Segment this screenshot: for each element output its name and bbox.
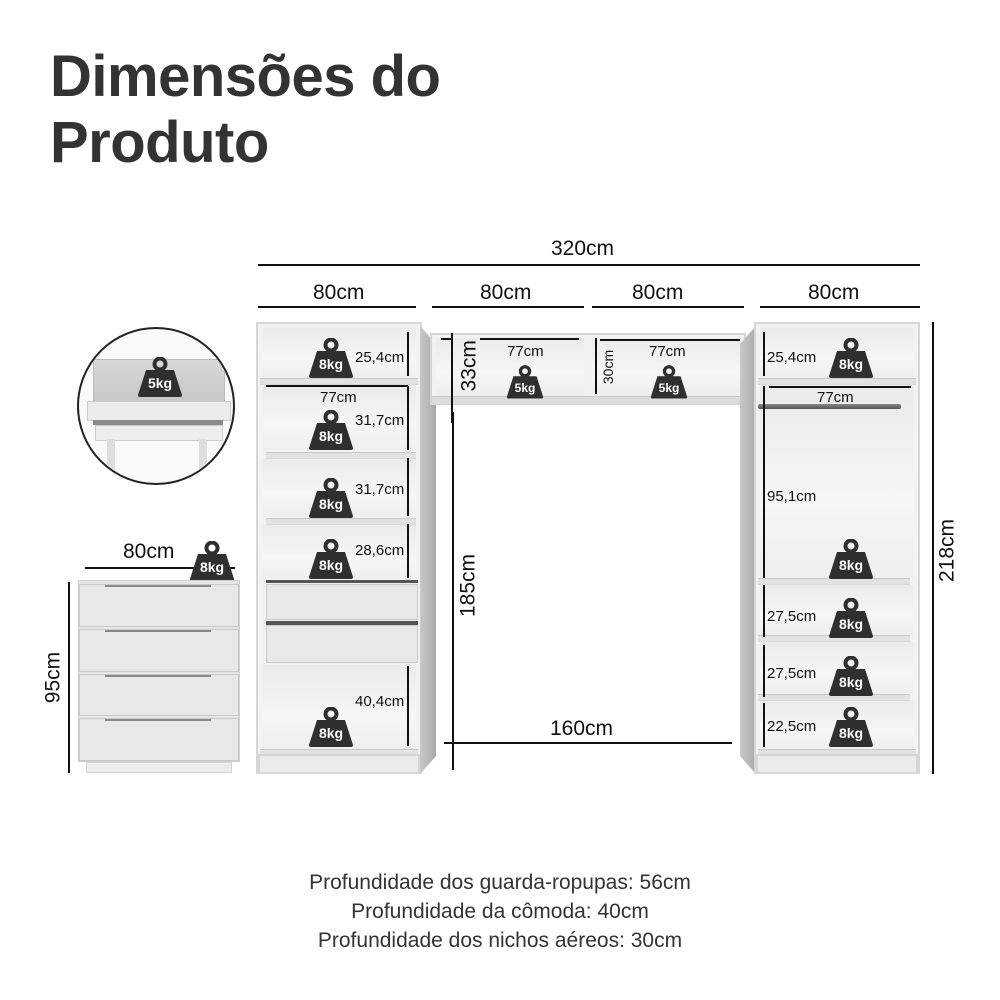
- drawer-handle: [105, 675, 211, 677]
- module-width-label-1: 80cm: [313, 281, 365, 304]
- dresser-base: [86, 762, 232, 773]
- right-comp-4-height: 27,5cm: [767, 665, 817, 682]
- drawer-detail-circle: 5kg: [77, 327, 235, 485]
- hanging-rod: [758, 404, 901, 409]
- depth-wardrobes: Profundidade dos guarda-ropupas: 56cm: [309, 871, 691, 894]
- weight-icon: 8kg: [189, 541, 235, 581]
- open-drawer-front: [87, 401, 231, 421]
- niche-2-width: 77cm: [649, 343, 686, 360]
- left-comp-5-height: 40,4cm: [355, 693, 405, 710]
- niche-outer-height-line: [451, 333, 453, 423]
- weight-icon: 5kg: [650, 365, 688, 399]
- niche-1: [436, 338, 584, 396]
- shelf: [266, 518, 416, 525]
- weight-icon: 8kg: [828, 338, 874, 378]
- right-inner-width: 77cm: [817, 389, 854, 406]
- drawer[interactable]: [266, 584, 418, 620]
- drawer-handle: [105, 585, 211, 587]
- shelf: [266, 452, 416, 459]
- weight-icon: 8kg: [828, 656, 874, 696]
- niche-inner-height: 30cm: [600, 349, 616, 385]
- module-width-line-1: [258, 306, 416, 308]
- opening-height: 185cm: [456, 553, 480, 618]
- weight-icon: 5kg: [137, 357, 183, 397]
- right-comp-2-height: 95,1cm: [767, 488, 817, 505]
- total-height: 218cm: [935, 518, 959, 583]
- left-comp-1-height: 25,4cm: [355, 349, 405, 366]
- title-line-2: Produto: [50, 110, 269, 175]
- opening-width-line: [444, 742, 732, 744]
- dresser-drawer-3[interactable]: [79, 674, 239, 716]
- module-width-line-4: [760, 306, 920, 308]
- module-width-line-3: [592, 306, 744, 308]
- weight-icon: 8kg: [828, 598, 874, 638]
- weight-icon: 8kg: [308, 338, 354, 378]
- module-width-label-2: 80cm: [480, 281, 532, 304]
- dresser-width: 80cm: [123, 540, 175, 563]
- dresser-height-line: [68, 582, 70, 773]
- module-width-line-2: [432, 306, 584, 308]
- depth-notes: Profundidade dos guarda-ropupas: 56cm Pr…: [0, 868, 1000, 955]
- weight-icon: 5kg: [506, 365, 544, 399]
- right-comp-3-height: 27,5cm: [767, 608, 817, 625]
- left-comp-3-height: 31,7cm: [355, 481, 405, 498]
- dresser-drawer-2[interactable]: [79, 629, 239, 672]
- left-inner-width: 77cm: [320, 389, 357, 406]
- dresser-drawer-1[interactable]: [79, 584, 239, 627]
- page-title: Dimensões do Produto: [50, 44, 441, 176]
- total-width-line: [258, 264, 920, 266]
- total-width-label: 320cm: [551, 237, 615, 260]
- left-wardrobe-base: [258, 754, 420, 774]
- shelf: [260, 378, 418, 385]
- depth-niches: Profundidade dos nichos aéreos: 30cm: [317, 929, 683, 952]
- module-width-label-4: 80cm: [808, 281, 860, 304]
- weight-icon: 8kg: [308, 410, 354, 450]
- opening-height-line: [452, 412, 454, 770]
- right-wardrobe-side: [740, 326, 756, 774]
- opening-width: 160cm: [550, 717, 614, 740]
- depth-dresser: Profundidade da cômoda: 40cm: [351, 900, 649, 923]
- weight-icon: 8kg: [828, 707, 874, 747]
- title-line-1: Dimensões do: [50, 44, 441, 109]
- left-comp-4-height: 28,6cm: [355, 542, 405, 559]
- left-wardrobe-side: [420, 326, 436, 774]
- right-wardrobe-base: [756, 754, 918, 774]
- niche-1-width: 77cm: [507, 343, 544, 360]
- weight-icon: 8kg: [308, 707, 354, 747]
- dresser-drawer-4[interactable]: [79, 718, 239, 761]
- dresser-height: 95cm: [41, 651, 65, 704]
- weight-icon: 8kg: [828, 539, 874, 579]
- drawer-handle: [105, 630, 211, 632]
- weight-icon: 8kg: [308, 478, 354, 518]
- drawer-handle: [105, 719, 211, 721]
- weight-icon: 8kg: [308, 539, 354, 579]
- dresser-width-line: [85, 567, 235, 569]
- niche-outer-height: 33cm: [457, 340, 481, 392]
- right-comp-5-height: 22,5cm: [767, 718, 817, 735]
- right-comp-1-height: 25,4cm: [767, 349, 817, 366]
- drawer[interactable]: [266, 625, 418, 663]
- module-width-label-3: 80cm: [632, 281, 684, 304]
- left-comp-2-height: 31,7cm: [355, 412, 405, 429]
- total-height-line: [932, 322, 934, 774]
